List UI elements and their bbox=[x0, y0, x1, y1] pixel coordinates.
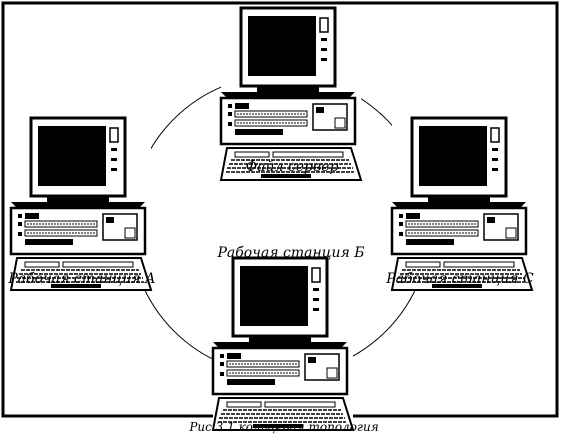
computer-workstation-c-icon bbox=[390, 116, 534, 292]
computer-workstation-b-icon bbox=[211, 256, 355, 432]
label-workstation-b: Рабочая станция Б bbox=[217, 245, 365, 261]
computer-workstation-a-icon bbox=[9, 116, 153, 292]
label-workstation-a: Рабочая станция А bbox=[7, 271, 155, 287]
computer-server-icon bbox=[219, 6, 363, 182]
label-file-server: Файл сервер bbox=[246, 159, 339, 175]
figure-caption: Рис 3.1.кольцевая топология bbox=[188, 420, 378, 434]
label-workstation-c: Рабочая станция С bbox=[385, 271, 534, 287]
